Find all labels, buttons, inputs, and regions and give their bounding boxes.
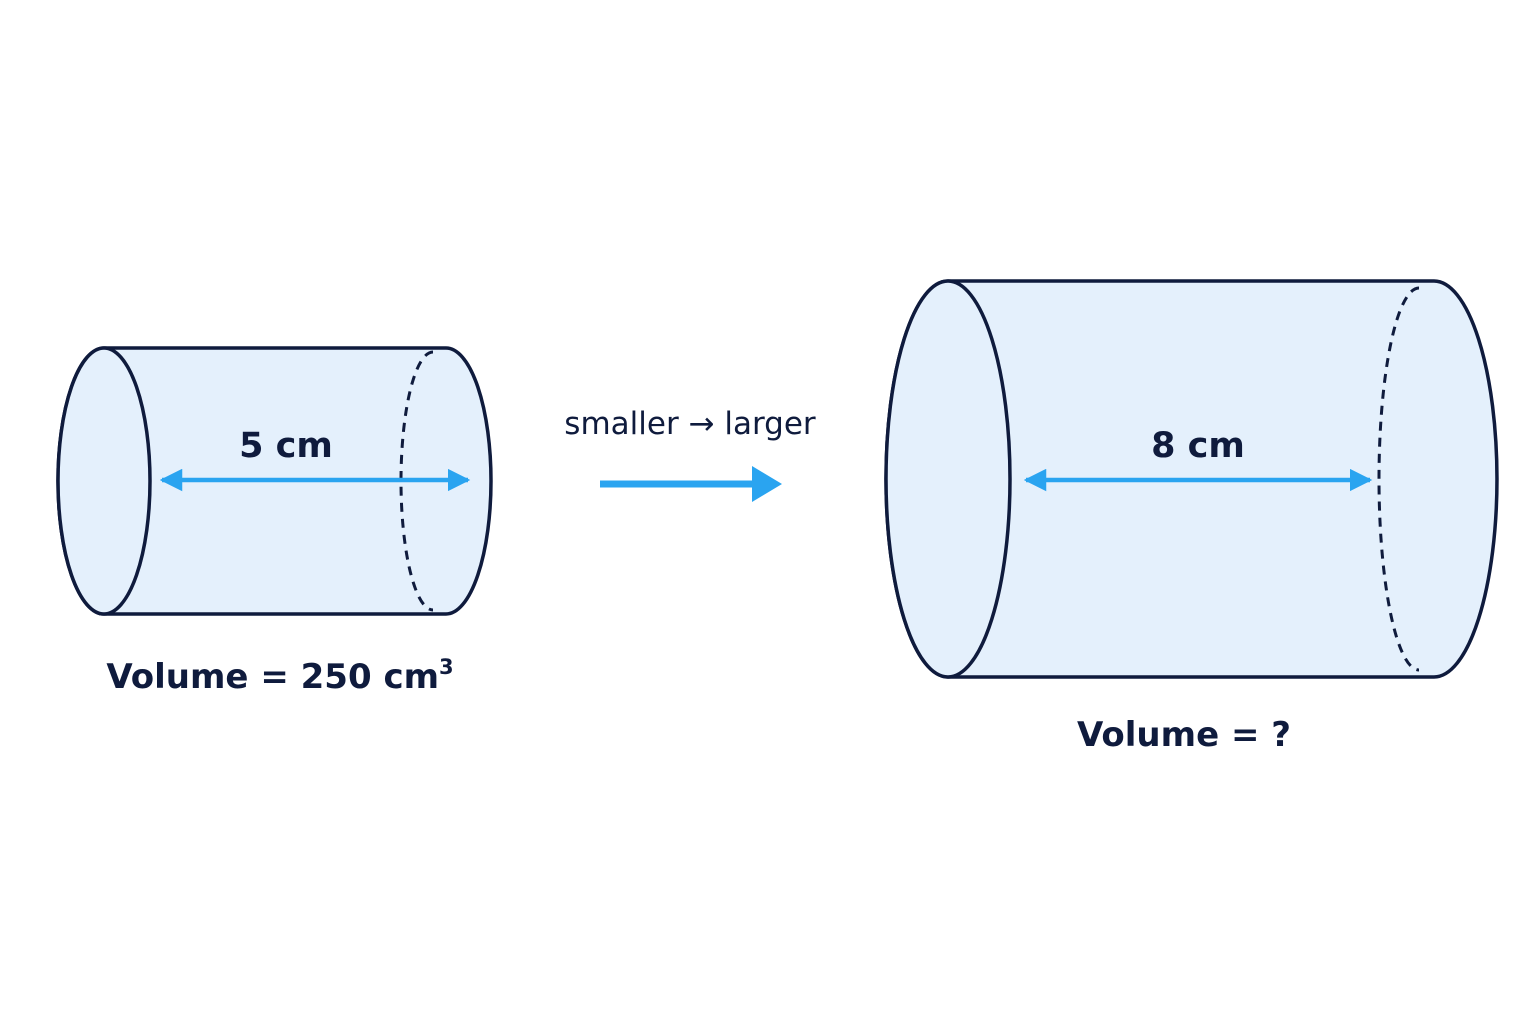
small-cylinder-front-face: [56, 346, 152, 616]
small-volume-label: Volume = 250 cm3: [106, 655, 453, 697]
large-length-label: 8 cm: [1151, 426, 1245, 466]
small-cylinder-hidden-back-edge: [399, 350, 434, 612]
small-volume-exponent: 3: [439, 655, 454, 679]
small-volume-text: Volume = 250 cm: [106, 657, 439, 697]
transition-group: smaller → larger: [564, 406, 816, 502]
large-cylinder-hidden-back-edge: [1377, 286, 1420, 672]
large-volume-label: Volume = ?: [1077, 715, 1291, 755]
small-cylinder: 5 cm: [56, 346, 493, 616]
small-length-label: 5 cm: [239, 426, 333, 466]
large-cylinder: 8 cm: [884, 279, 1499, 679]
transition-label: smaller → larger: [564, 406, 816, 442]
transition-arrow-head: [752, 466, 782, 502]
large-cylinder-front-face: [884, 279, 1012, 679]
